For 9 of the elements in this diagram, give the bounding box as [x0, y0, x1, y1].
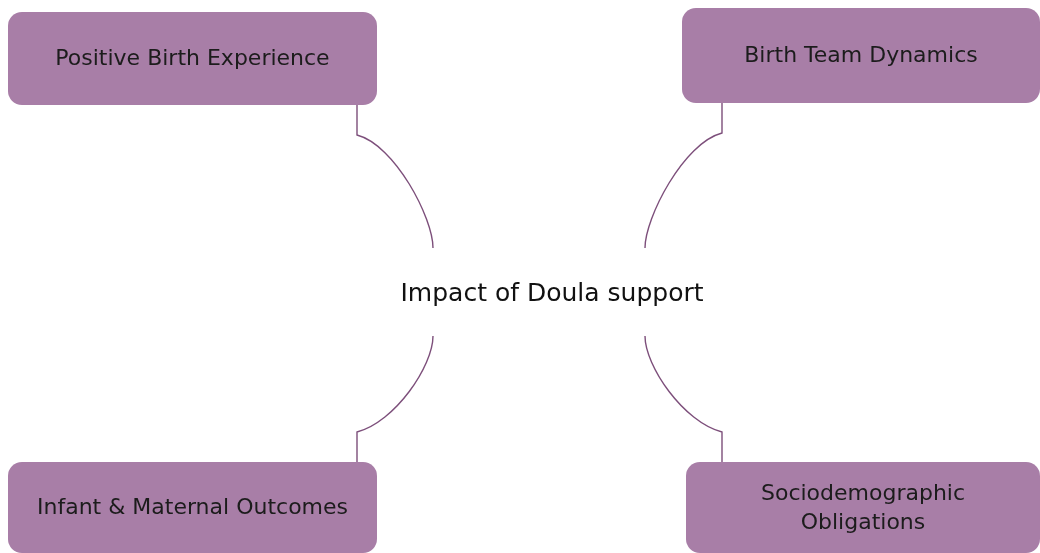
- topic-box: Birth Team Dynamics: [682, 8, 1040, 103]
- central-topic: Impact of Doula support: [400, 277, 704, 307]
- connector-curve: [644, 335, 723, 463]
- topic-box: Infant & Maternal Outcomes: [8, 462, 377, 553]
- connector-curve: [644, 102, 723, 249]
- topic-box: Sociodemographic Obligations: [686, 462, 1040, 553]
- connector-curve: [356, 335, 434, 463]
- topic-box: Positive Birth Experience: [8, 12, 377, 105]
- connector-curve: [356, 104, 434, 249]
